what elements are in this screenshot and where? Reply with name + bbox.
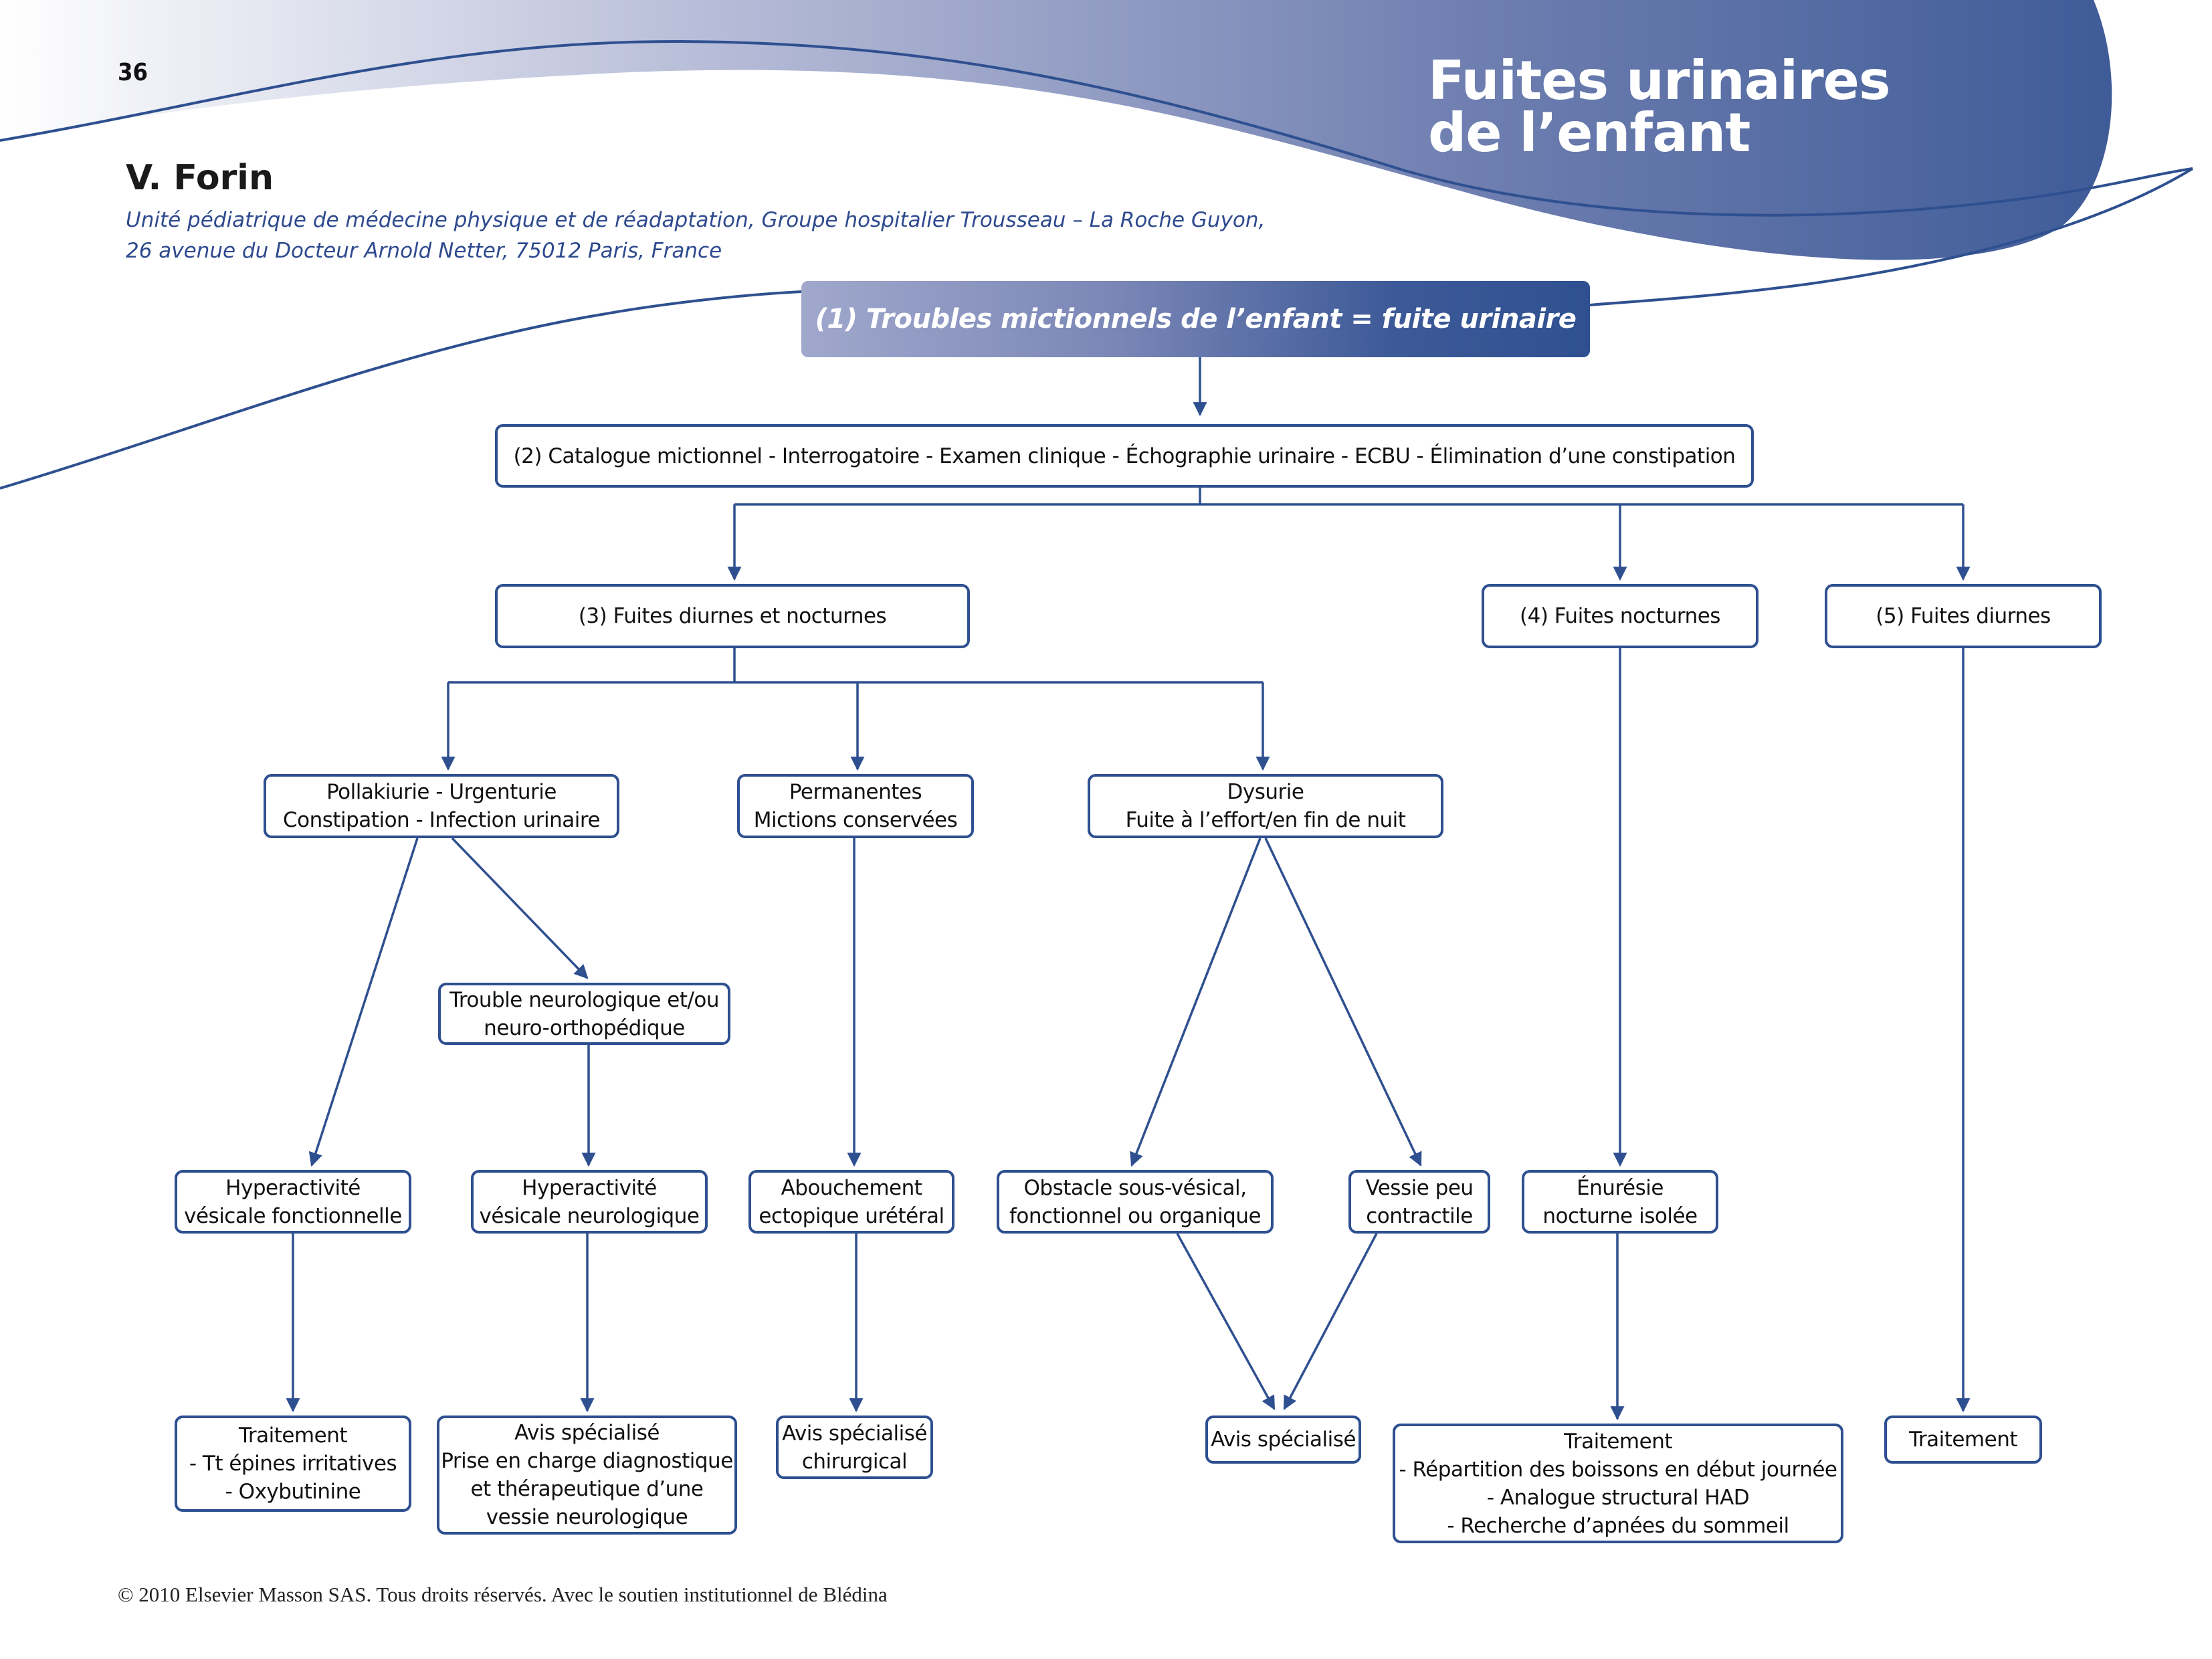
- node-text-line: contractile: [1366, 1203, 1473, 1228]
- header-curve-line-1: [0, 39, 2193, 217]
- author-name: V. Forin: [126, 158, 274, 198]
- node-traitement-diurnes: Traitement: [1884, 1416, 2042, 1464]
- author-affiliation: Unité pédiatrique de médecine physique e…: [126, 205, 1265, 266]
- node-traitement-fonctionnel: Traitement - Tt épines irritatives - Oxybu…: [175, 1416, 411, 1512]
- node-text-line: (5) Fuites diurnes: [1876, 604, 2051, 628]
- node-text-line: Mictions conservées: [753, 808, 958, 832]
- node-avis-specialise-chirurgical: Avis spécialisé chirurgical: [776, 1416, 933, 1479]
- node-text-line: nocturne isolée: [1542, 1203, 1698, 1228]
- title-line-1: Fuites urinaires: [1428, 50, 1891, 112]
- node-text-line: Pollakiurie - Urgenturie: [326, 780, 557, 804]
- node-text-line: Hyperactivité: [225, 1175, 361, 1200]
- node-troubles-mictionnels: (1) Troubles mictionnels de l’enfant = f…: [801, 281, 1590, 357]
- node-text-line: chirurgical: [801, 1449, 908, 1474]
- node-text-line: Fuite à l’effort/en fin de nuit: [1125, 808, 1406, 832]
- node-vessie-peu-contractile: Vessie peu contractile: [1348, 1170, 1490, 1234]
- node-fuites-diurnes: (5) Fuites diurnes: [1825, 584, 2102, 648]
- left-curve-line: [0, 290, 802, 490]
- node-text-line: Vessie peu: [1365, 1175, 1474, 1200]
- node-trouble-neurologique: Trouble neurologique et/ou neuro-orthopéd…: [438, 983, 730, 1045]
- node-text-line: Énurésie: [1577, 1175, 1664, 1200]
- node-fuites-diurnes-nocturnes: (3) Fuites diurnes et nocturnes: [495, 584, 970, 648]
- node-avis-specialise: Avis spécialisé: [1205, 1416, 1361, 1464]
- affiliation-line-2: 26 avenue du Docteur Arnold Netter, 7501…: [126, 239, 722, 263]
- node-text-line: Traitement: [1563, 1429, 1673, 1454]
- node-text-line: Avis spécialisé: [782, 1421, 927, 1446]
- node-text-line: vésicale neurologique: [479, 1203, 700, 1228]
- node-text-line: ectopique urétéral: [759, 1203, 944, 1228]
- node-obstacle-sous-vesical: Obstacle sous-vésical, fonctionnel ou org…: [997, 1170, 1274, 1234]
- node-text-line: Abouchement: [781, 1175, 922, 1200]
- node-text-line: Dysurie: [1227, 780, 1304, 804]
- node-text-line: vésicale fonctionnelle: [184, 1203, 402, 1228]
- header-swoosh-shape: [0, 0, 2112, 260]
- node-text-line: (4) Fuites nocturnes: [1520, 604, 1720, 628]
- node-text-line: (2) Catalogue mictionnel - Interrogatoir…: [513, 444, 1736, 468]
- node-text-line: (1) Troubles mictionnels de l’enfant = f…: [815, 304, 1577, 334]
- affiliation-line-1: Unité pédiatrique de médecine physique e…: [126, 208, 1266, 232]
- node-fuites-nocturnes: (4) Fuites nocturnes: [1482, 584, 1758, 648]
- node-text-line: Obstacle sous-vésical,: [1023, 1175, 1247, 1200]
- node-text-line: - Oxybutinine: [225, 1480, 361, 1504]
- node-text-line: vessie neurologique: [486, 1505, 688, 1529]
- node-hyperactivite-fonctionnelle: Hyperactivité vésicale fonctionnelle: [175, 1170, 411, 1234]
- node-text-line: Hyperactivité: [522, 1175, 657, 1200]
- node-text-line: Traitement: [238, 1424, 348, 1448]
- node-text-line: - Recherche d’apnées du sommeil: [1447, 1513, 1789, 1538]
- node-text-line: Avis spécialisé: [514, 1421, 660, 1445]
- node-text-line: - Répartition des boissons en début jour…: [1399, 1457, 1838, 1482]
- page-number: 36: [118, 59, 148, 86]
- title-line-2: de l’enfant: [1428, 102, 1750, 164]
- node-text-line: et thérapeutique d’une: [470, 1477, 704, 1501]
- node-text-line: Trouble neurologique et/ou: [449, 987, 720, 1012]
- node-text-line: - Analogue structural HAD: [1486, 1485, 1750, 1510]
- copyright-footer: © 2010 Elsevier Masson SAS. Tous droits …: [118, 1583, 888, 1606]
- node-text-line: (3) Fuites diurnes et nocturnes: [578, 604, 887, 628]
- node-text-line: neuro-orthopédique: [484, 1015, 685, 1040]
- node-text-line: Constipation - Infection urinaire: [282, 808, 601, 832]
- node-traitement-nocturne: Traitement - Répartition des boissons en …: [1393, 1424, 1843, 1543]
- header-curve-line-2: [1589, 167, 2194, 306]
- node-hyperactivite-neurologique: Hyperactivité vésicale neurologique: [471, 1170, 708, 1234]
- node-text-line: Prise en charge diagnostique: [441, 1449, 733, 1473]
- node-text-line: Avis spécialisé: [1211, 1428, 1356, 1452]
- node-text-line: Permanentes: [789, 780, 922, 804]
- node-text-line: - Tt épines irritatives: [189, 1452, 397, 1476]
- node-text-line: Traitement: [1908, 1428, 2018, 1452]
- node-text-line: fonctionnel ou organique: [1009, 1203, 1262, 1228]
- node-abouchement-ectopique: Abouchement ectopique urétéral: [748, 1170, 954, 1234]
- node-catalogue-mictionnel: (2) Catalogue mictionnel - Interrogatoir…: [495, 424, 1754, 488]
- node-enuresie-nocturne: Énurésie nocturne isolée: [1522, 1170, 1718, 1234]
- page-title: Fuites urinaires de l’enfant: [1428, 50, 1891, 164]
